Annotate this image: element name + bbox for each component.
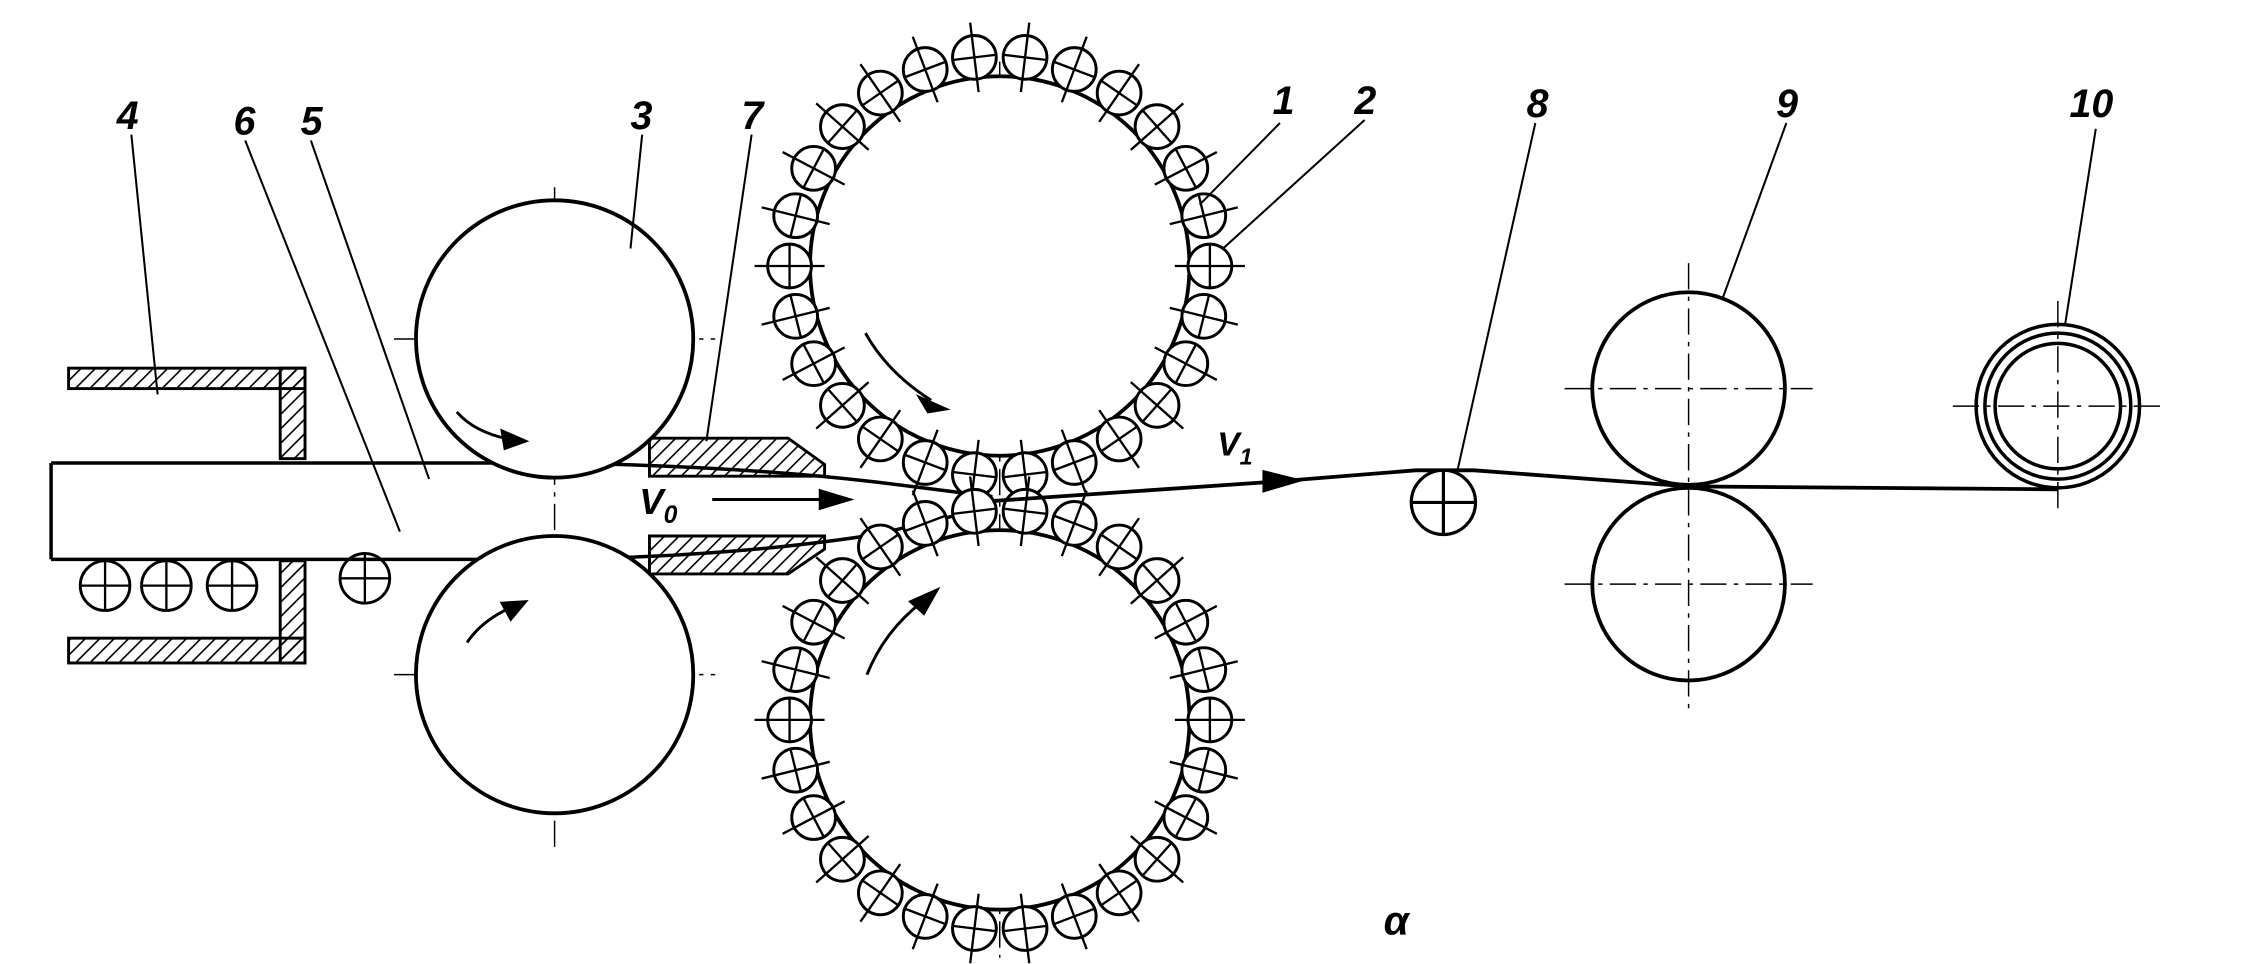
small-roller	[815, 102, 870, 151]
small-roller	[1130, 556, 1185, 605]
speed-out-symbol: V	[1217, 427, 1242, 464]
small-roller	[754, 696, 825, 744]
label-1: 1	[1273, 79, 1295, 123]
small-roller	[338, 552, 392, 605]
rotation-arrows	[455, 332, 951, 676]
small-roller	[856, 63, 904, 123]
speed-in-symbol: V	[639, 481, 666, 522]
small-roller	[901, 490, 949, 557]
small-roller	[1095, 409, 1143, 469]
label-6: 6	[234, 100, 257, 144]
part-7-guides	[648, 436, 827, 576]
small-roller	[1001, 893, 1049, 964]
small-roller	[901, 883, 949, 950]
small-roller	[782, 144, 846, 192]
label-4: 4	[116, 94, 139, 138]
label-7: 7	[741, 94, 765, 138]
part-8-deflector-roller	[1409, 468, 1478, 537]
small-roller	[1050, 883, 1098, 950]
speed-arrows	[712, 469, 1305, 511]
small-roller	[761, 746, 830, 794]
small-roller	[1095, 517, 1143, 577]
figure-caption: α	[1384, 897, 1411, 943]
small-roller	[1001, 22, 1049, 93]
part-1-work-rollers-bottom	[754, 476, 1245, 964]
part-3-feed-rolls	[414, 198, 696, 816]
small-roller	[1154, 144, 1218, 192]
small-roller	[78, 559, 132, 612]
label-2: 2	[1353, 79, 1376, 123]
small-roller	[1095, 863, 1143, 923]
small-roller	[1154, 794, 1218, 841]
small-roller	[782, 598, 846, 646]
small-roller	[761, 646, 830, 693]
small-roller	[1050, 490, 1098, 557]
speed-out-subscript: 1	[1240, 443, 1253, 469]
small-roller	[1169, 292, 1239, 340]
small-roller	[815, 381, 870, 430]
small-roller	[1130, 381, 1185, 430]
small-roller	[951, 476, 998, 547]
small-roller	[1169, 646, 1239, 693]
small-roller	[815, 835, 870, 884]
small-roller	[1154, 598, 1218, 646]
strip	[992, 468, 2058, 503]
small-roller	[1095, 63, 1143, 123]
speed-in-subscript: 0	[664, 502, 678, 529]
small-roller	[815, 556, 870, 605]
small-roller	[754, 242, 825, 290]
leader-lines	[130, 119, 2097, 532]
label-8: 8	[1527, 82, 1549, 126]
part-10-coiler	[1974, 322, 2142, 490]
support-rollers	[78, 552, 392, 612]
small-roller	[1050, 429, 1098, 496]
part-9-pinch-rolls	[1590, 290, 1787, 683]
small-roller	[1169, 192, 1239, 240]
small-roller	[856, 517, 904, 577]
small-roller	[901, 429, 949, 496]
part-2-main-rolls	[808, 74, 1192, 912]
small-roller	[1174, 242, 1245, 290]
small-roller	[782, 340, 846, 388]
small-roller	[1169, 746, 1239, 794]
speed-out-label: V1	[1217, 427, 1252, 470]
small-roller	[901, 36, 949, 103]
part-1-work-rollers-top	[754, 22, 1245, 510]
part-4-housing	[67, 366, 307, 665]
small-roller	[951, 22, 998, 93]
small-roller	[1154, 340, 1218, 388]
label-9: 9	[1776, 82, 1798, 126]
label-10: 10	[2070, 82, 2114, 126]
label-5: 5	[301, 100, 324, 144]
small-roller	[856, 863, 904, 923]
small-roller	[140, 559, 193, 612]
speed-in-label: V0	[639, 481, 677, 529]
label-3: 3	[630, 94, 652, 138]
small-roller	[856, 409, 904, 469]
small-roller	[205, 559, 259, 612]
small-roller	[1130, 835, 1185, 884]
small-roller	[1174, 696, 1245, 744]
small-roller	[782, 794, 846, 841]
small-roller	[761, 292, 830, 340]
small-roller	[1050, 36, 1098, 103]
small-roller	[951, 893, 998, 964]
small-roller	[1130, 102, 1185, 151]
small-roller	[761, 192, 830, 240]
